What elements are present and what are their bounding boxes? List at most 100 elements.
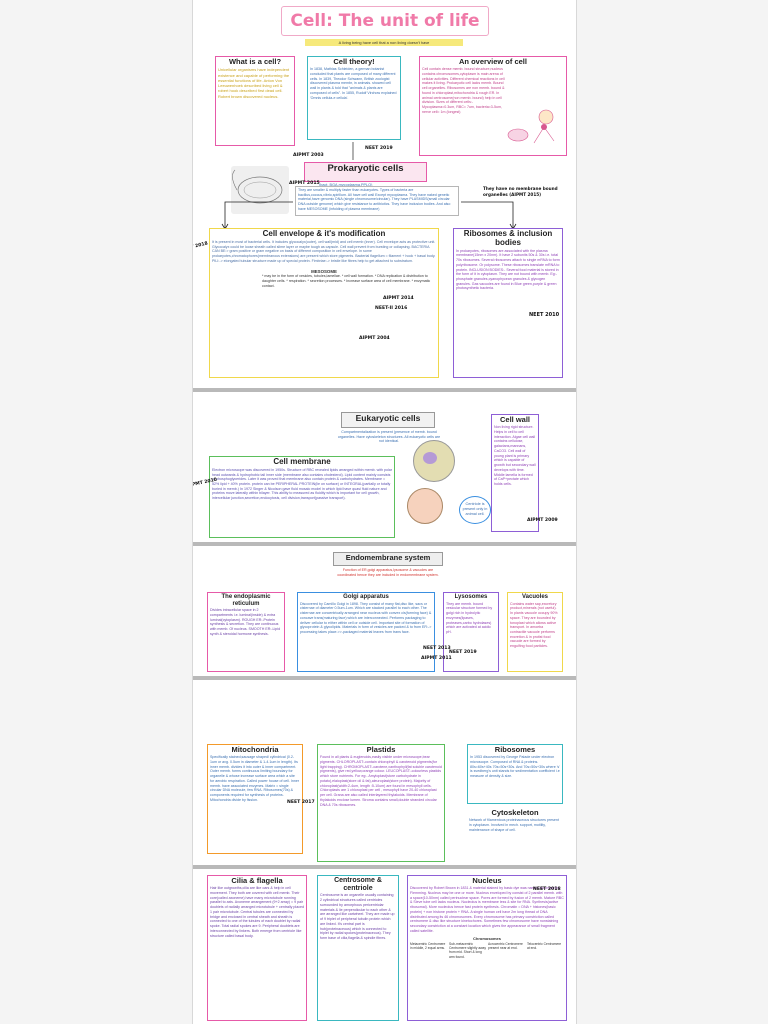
animal-cell-image bbox=[407, 488, 443, 524]
box-lysosomes: Lysosomes They are memb. bound vesicular… bbox=[443, 592, 499, 672]
box-mitochondria: Mitochondria Specifically stained,sausag… bbox=[207, 744, 303, 854]
box-title: What is a cell? bbox=[228, 57, 282, 66]
box-cell-wall: Cell wall Non living rigid structure. He… bbox=[491, 414, 539, 532]
box-ribosomes: Ribosomes In 1953 discovered by George P… bbox=[467, 744, 563, 804]
box-title: Cilia & flagella bbox=[231, 876, 283, 885]
box-endomembrane-heading: Endomembrane system bbox=[333, 552, 443, 566]
panel-prokaryotes: Cell: The unit of life A living being ha… bbox=[193, 0, 576, 388]
box-body: Specifically stained,sausage shaped/ cyl… bbox=[210, 755, 300, 802]
panel-divider bbox=[193, 542, 576, 546]
title-banner: Cell: The unit of life bbox=[281, 6, 489, 36]
panel-divider bbox=[193, 676, 576, 680]
exam-tag: AIPMT 2015 bbox=[289, 181, 320, 186]
exam-tag: NEET 2017 bbox=[287, 800, 315, 805]
prokaryotic-subtitle: (bact, BGA,mycoplasma,PPLO) bbox=[319, 183, 373, 187]
box-body: Divides intracellular space in 2 compart… bbox=[210, 608, 281, 636]
page-subtitle: A living being have cell that a non livi… bbox=[305, 39, 463, 46]
box-title: Ribosomes bbox=[494, 745, 536, 754]
notes-sheet: Cell: The unit of life A living being ha… bbox=[193, 0, 576, 1024]
endomembrane-intro: Function of ER,golgi apparatus,lysosome … bbox=[337, 568, 439, 577]
box-body: Found in all plants & euglenoids,easily … bbox=[320, 755, 442, 807]
box-body: Discovered by Robert Brown in 1831 & mat… bbox=[410, 886, 564, 933]
box-centrosome: Centrosome & centriole Centrosome is an … bbox=[317, 875, 399, 1021]
exam-tag: NEET 2013 bbox=[423, 646, 451, 651]
plant-cell-image bbox=[413, 440, 455, 482]
exam-tag: NEET 2018 bbox=[533, 887, 561, 892]
exam-tag: AIPMT 2003 bbox=[293, 153, 324, 158]
panel-organelles: Mitochondria Specifically stained,sausag… bbox=[193, 680, 576, 865]
box-body: In 1838, Mathias Schleiden, a german bot… bbox=[310, 67, 397, 100]
exam-tag: NEET 2010 bbox=[529, 312, 560, 318]
box-overview: An overview of cell Cell contain dense m… bbox=[419, 56, 567, 156]
box-eukaryotic-heading: Eukaryotic cells bbox=[341, 412, 435, 428]
box-body: They are memb. bound vesicular structure… bbox=[446, 601, 493, 634]
exam-tag: NEET 2019 bbox=[449, 650, 477, 655]
box-body: In 1953 discovered by George Palade unde… bbox=[470, 755, 560, 779]
exam-tag: AIPMT 2014 bbox=[383, 296, 414, 301]
chromosome-types: Metacentric Centromere in middle, 2 equa… bbox=[410, 942, 564, 959]
chromosome-type: Acrocentric Centromere present near at e… bbox=[488, 941, 523, 950]
exam-tag: AIPMT 2004 bbox=[359, 336, 390, 341]
section-title: Eukaryotic cells bbox=[355, 413, 421, 423]
box-ribosomes-inclusion: Ribosomes & inclusion bodies In prokaryo… bbox=[453, 228, 563, 378]
box-vacuoles: Vacuoles Contains water sap,excretory pr… bbox=[507, 592, 563, 672]
box-body: Hair like outgrowths,cilia are like oars… bbox=[210, 886, 304, 938]
panel-nucleus: Cilia & flagella Hair like outgrowths,ci… bbox=[193, 869, 576, 1024]
box-cell-membrane: Cell membrane Electron microscope was di… bbox=[209, 456, 395, 538]
box-body: Network of filamentous proteinaceous str… bbox=[469, 818, 559, 832]
box-title: An overview of cell bbox=[459, 57, 527, 66]
box-body: Contains water sap,excretory product,min… bbox=[510, 601, 558, 649]
chromosome-type: Metacentric Centromere in middle, 2 equa… bbox=[410, 941, 446, 950]
mesosome-title: MESOSOME bbox=[311, 269, 337, 275]
panel-divider bbox=[193, 388, 576, 392]
box-body: They are smaller & multiply faster than … bbox=[298, 188, 451, 211]
box-title: Vacuoles bbox=[521, 594, 548, 600]
box-body: Discovered by Camillo Golgi in 1898. The… bbox=[300, 601, 432, 634]
page-title: Cell: The unit of life bbox=[290, 11, 480, 31]
box-what-is-cell: What is a cell? Unicellular organisms ha… bbox=[215, 56, 295, 146]
mesosome-body: * may be in the form of vesicles, tubule… bbox=[262, 274, 431, 288]
box-cell-theory: Cell theory! In 1838, Mathias Schleiden,… bbox=[307, 56, 401, 140]
exam-tag: AIPMT 2011 bbox=[421, 656, 452, 661]
box-title: Cell envelope & it's modification bbox=[262, 229, 386, 238]
box-cilia-flagella: Cilia & flagella Hair like outgrowths,ci… bbox=[207, 875, 307, 1021]
box-body: Cell contain dense memb. bound structure… bbox=[422, 67, 505, 114]
section-title: Endomembrane system bbox=[345, 553, 431, 562]
panel-endomembrane: Endomembrane system Function of ER,golgi… bbox=[193, 546, 576, 676]
box-title: Centrosome & centriole bbox=[334, 877, 382, 892]
box-title: Cell membrane bbox=[273, 457, 331, 466]
exam-tag: NEET 2019 bbox=[365, 146, 393, 151]
chromosomes-label: Chromosomes bbox=[472, 935, 501, 941]
flow-arrows bbox=[221, 142, 517, 230]
box-title: Nucleus bbox=[472, 876, 502, 885]
box-body: Electron microscope was discovered in 19… bbox=[212, 467, 392, 501]
box-title: The endoplasmic reticulum bbox=[221, 594, 271, 607]
box-er: The endoplasmic reticulum Divides intrac… bbox=[207, 592, 285, 672]
box-title: Cytoskeleton bbox=[491, 808, 539, 817]
box-title: Ribosomes & inclusion bodies bbox=[463, 229, 553, 247]
bacteria-diagram-image bbox=[231, 166, 289, 214]
box-body: Non living rigid structure. Helps in cel… bbox=[494, 425, 536, 487]
box-golgi: Golgi apparatus Discovered by Camillo Go… bbox=[297, 592, 435, 672]
centriole-note: Centriole is present only in animal cell… bbox=[462, 502, 488, 516]
centriole-note-bubble: Centriole is present only in animal cell… bbox=[459, 496, 491, 524]
box-body: Centrosome is an organelle usually conta… bbox=[320, 893, 395, 940]
handwritten-note: They have no membrane bound organelles (… bbox=[483, 186, 558, 197]
chromosome-type: Sub-metacentric Centromere slightly away… bbox=[449, 941, 487, 959]
box-body: Unicellular organisms have independent e… bbox=[218, 67, 290, 99]
box-cytoskeleton: Cytoskeleton Network of filamentous prot… bbox=[467, 808, 563, 854]
box-title: Plastids bbox=[366, 745, 396, 754]
exam-tag: AIPMT 2009 bbox=[527, 518, 558, 523]
panel-eukaryotes: Eukaryotic cells Compartmentalization is… bbox=[193, 392, 576, 542]
box-title: Golgi apparatus bbox=[343, 594, 389, 600]
box-nucleus: Nucleus Discovered by Robert Brown in 18… bbox=[407, 875, 567, 1021]
box-cell-envelope: Cell envelope & it's modification It is … bbox=[209, 228, 439, 378]
section-title: Prokaryotic cells bbox=[327, 163, 404, 174]
box-body: In prokaryotes, ribosomes are associated… bbox=[456, 248, 560, 291]
box-prokaryotic: They are smaller & multiply faster than … bbox=[295, 186, 459, 216]
exam-tag: NEET-II 2016 bbox=[375, 306, 408, 311]
box-title: Lysosomes bbox=[454, 594, 488, 600]
eukaryotic-intro: Compartmentalization is present (presenc… bbox=[337, 430, 441, 444]
box-plastids: Plastids Found in all plants & euglenoid… bbox=[317, 744, 445, 862]
box-prokaryotic-heading: Prokaryotic cells bbox=[304, 162, 427, 182]
